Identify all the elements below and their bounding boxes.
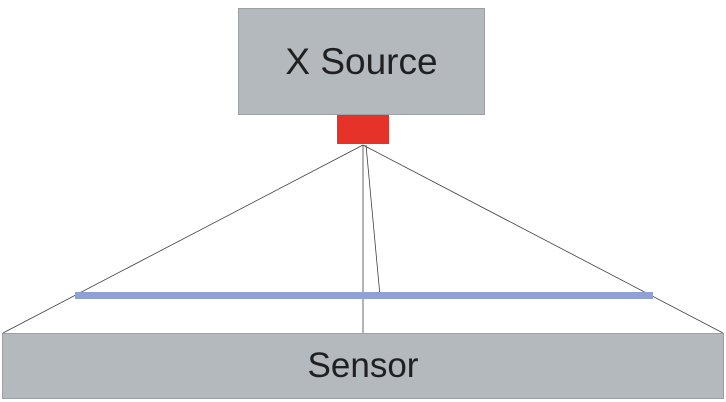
beam-line-center-right: [365, 144, 381, 297]
x-source-label: X Source: [285, 40, 438, 82]
sensor-label: Sensor: [307, 346, 419, 385]
sensor-box: Sensor: [2, 333, 724, 399]
beam-line-left: [2, 144, 364, 334]
focal-spot: [337, 115, 389, 144]
object-plane-bar: [75, 292, 653, 299]
beam-line-right: [362, 144, 724, 334]
x-source-box: X Source: [238, 8, 485, 115]
